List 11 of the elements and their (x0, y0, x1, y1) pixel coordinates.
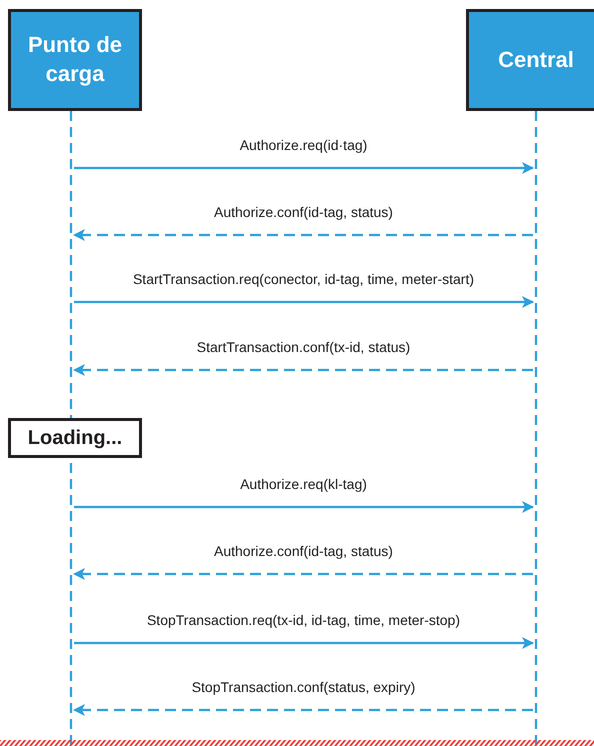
arrow (74, 162, 534, 174)
arrow (74, 501, 534, 513)
arrow (74, 296, 534, 308)
note-box: Loading... (8, 418, 142, 458)
arrow (73, 568, 533, 580)
arrow (74, 637, 534, 649)
arrow (73, 364, 533, 376)
arrow (73, 704, 533, 716)
participant-box: Central (466, 9, 594, 111)
participant-box: Punto de carga (8, 9, 142, 111)
arrow (73, 229, 533, 241)
